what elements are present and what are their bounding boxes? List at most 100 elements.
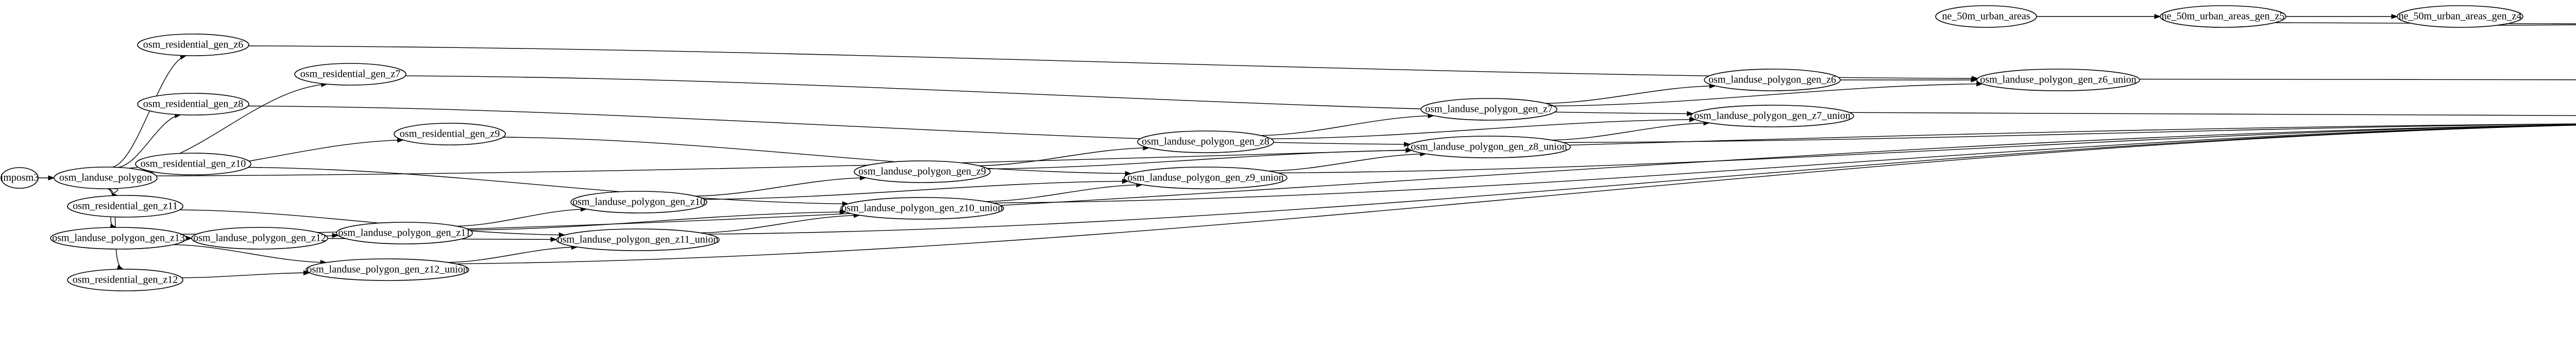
graph-edge — [181, 124, 2576, 235]
graph-edge — [695, 175, 867, 196]
node-shape — [2397, 5, 2523, 28]
graph-node-osm_residential_gen_z12[interactable]: osm_residential_gen_z12 — [67, 269, 183, 291]
node-shape — [1690, 105, 1854, 127]
graph-node-osm_residential_gen_z7[interactable]: osm_residential_gen_z7 — [294, 63, 406, 86]
graph-node-osm_residential_gen_z6[interactable]: osm_residential_gen_z6 — [137, 34, 249, 56]
node-label: osm_residential_gen_z12 — [73, 274, 178, 286]
graph-node-osm_residential_gen_z11[interactable]: osm_residential_gen_z11 — [67, 195, 183, 218]
graph-node-osm_landuse_polygon_gen_z8_union[interactable]: osm_landuse_polygon_gen_z8_union — [1407, 136, 1571, 158]
node-label: osm_landuse_polygon_gen_z13 — [52, 233, 185, 244]
graph-node-osm_landuse_polygon_gen_z7_union[interactable]: osm_landuse_polygon_gen_z7_union — [1690, 105, 1854, 127]
graph-node-osm_landuse_polygon_gen_z7[interactable]: osm_landuse_polygon_gen_z7 — [1420, 98, 1557, 121]
graph-node-imposm3[interactable]: imposm3 — [1, 167, 39, 189]
node-label: osm_residential_gen_z11 — [73, 201, 178, 212]
graph-edge — [248, 45, 1979, 81]
graph-edge — [707, 124, 2576, 235]
node-label: ne_50m_urban_areas_gen_z4 — [2399, 11, 2522, 22]
node-label: osm_landuse_polygon_gen_z10 — [572, 196, 705, 208]
graph-node-osm_landuse_polygon_gen_z12[interactable]: osm_landuse_polygon_gen_z12 — [191, 227, 328, 250]
graph-edge — [1268, 151, 1427, 172]
graph-node-osm_residential_gen_z9[interactable]: osm_residential_gen_z9 — [394, 123, 506, 145]
node-shape — [137, 34, 249, 56]
graph-edge — [1849, 112, 2576, 117]
node-shape — [336, 222, 473, 244]
nodes-layer: imposm3 osm_landuse_polygon osm_residentia… — [1, 5, 2523, 291]
graph-node-osm_landuse_polygon_gen_z9_union[interactable]: osm_landuse_polygon_gen_z9_union — [1124, 167, 1287, 189]
node-label: osm_landuse_polygon_gen_z11 — [338, 227, 470, 239]
node-label: osm_residential_gen_z10 — [141, 158, 246, 170]
node-label: osm_landuse_polygon_gen_z8_union — [1411, 141, 1567, 153]
node-label: osm_residential_gen_z7 — [300, 69, 400, 80]
node-shape — [67, 269, 183, 291]
graph-node-ne_50m_urban_areas_gen_z5[interactable]: ne_50m_urban_areas_gen_z5 — [2160, 5, 2286, 28]
graph-node-osm_landuse_polygon_gen_z6_union[interactable]: osm_landuse_polygon_gen_z6_union — [1976, 69, 2140, 91]
node-label: osm_landuse_polygon_gen_z9 — [858, 166, 986, 177]
graph-node-osm_landuse_polygon_gen_z12_union[interactable]: osm_landuse_polygon_gen_z12_union — [306, 258, 469, 281]
graph-node-osm_landuse_polygon[interactable]: osm_landuse_polygon — [54, 167, 158, 189]
node-label: osm_residential_gen_z8 — [143, 98, 243, 110]
graph-node-osm_landuse_polygon_gen_z13[interactable]: osm_landuse_polygon_gen_z13 — [50, 227, 187, 250]
node-label: osm_landuse_polygon — [59, 172, 152, 184]
node-shape — [50, 227, 187, 250]
graph-node-ne_50m_urban_areas_gen_z4[interactable]: ne_50m_urban_areas_gen_z4 — [2397, 5, 2523, 28]
node-label: ne_50m_urban_areas — [1942, 11, 2030, 22]
graph-edge — [1270, 117, 1696, 139]
graph-edge — [978, 145, 1150, 167]
graph-node-osm_landuse_polygon_gen_z11[interactable]: osm_landuse_polygon_gen_z11 — [336, 222, 473, 244]
graph-edge — [38, 175, 55, 180]
node-shape — [2160, 5, 2286, 28]
node-shape — [1137, 130, 1274, 153]
graph-edge — [2286, 14, 2398, 19]
node-shape — [306, 258, 469, 281]
node-label: osm_landuse_polygon_gen_z6_union — [1980, 74, 2136, 86]
node-label: osm_landuse_polygon_gen_z9_union — [1127, 172, 1283, 184]
node-label: osm_landuse_polygon_gen_z7_union — [1694, 110, 1850, 122]
graph-node-osm_landuse_polygon_gen_z8[interactable]: osm_landuse_polygon_gen_z8 — [1137, 130, 1274, 153]
node-shape — [840, 197, 1004, 220]
graph-node-osm_landuse_polygon_gen_z11_union[interactable]: osm_landuse_polygon_gen_z11_union — [556, 228, 720, 251]
graph-node-osm_landuse_polygon_gen_z10[interactable]: osm_landuse_polygon_gen_z10 — [570, 191, 707, 213]
node-label: osm_landuse_polygon_gen_z6 — [1708, 74, 1836, 86]
node-shape — [1935, 5, 2037, 28]
graph-node-ne_50m_urban_areas[interactable]: ne_50m_urban_areas — [1935, 5, 2037, 28]
graph-edge — [1261, 113, 1435, 136]
node-label: ne_50m_urban_areas_gen_z5 — [2162, 11, 2285, 22]
graph-node-osm_landuse_polygon_gen_z6[interactable]: osm_landuse_polygon_gen_z6 — [1704, 69, 1841, 91]
node-shape — [1124, 167, 1287, 189]
graph-node-osm_residential_gen_z8[interactable]: osm_residential_gen_z8 — [137, 93, 249, 116]
graph-edge — [2497, 24, 2576, 26]
graph-node-osm_landuse_polygon_gen_z9[interactable]: osm_landuse_polygon_gen_z9 — [854, 160, 991, 183]
graph-edge — [2037, 14, 2161, 19]
node-shape — [1, 167, 39, 189]
graph-node-osm_residential_gen_z10[interactable]: osm_residential_gen_z10 — [135, 153, 251, 175]
graph-edge — [456, 206, 587, 227]
node-label: osm_landuse_polygon_gen_z10_union — [841, 203, 1003, 214]
node-label: osm_landuse_polygon_gen_z11_union — [557, 234, 719, 245]
node-label: osm_landuse_polygon_gen_z12_union — [307, 264, 468, 275]
node-label: osm_landuse_polygon_gen_z8 — [1142, 136, 1269, 147]
graph-edge — [248, 167, 849, 207]
node-label: imposm3 — [1, 172, 39, 184]
node-label: osm_residential_gen_z9 — [400, 128, 500, 140]
node-shape — [1420, 98, 1557, 121]
graph-node-osm_landuse_polygon_gen_z10_union[interactable]: osm_landuse_polygon_gen_z10_union — [840, 197, 1004, 220]
node-shape — [135, 153, 251, 175]
node-shape — [1976, 69, 2140, 91]
node-shape — [570, 191, 707, 213]
node-shape — [54, 167, 158, 189]
graph-edge — [326, 233, 339, 238]
graph-edge — [700, 212, 860, 234]
graph-edge — [448, 244, 578, 263]
node-shape — [67, 195, 183, 218]
node-label: osm_residential_gen_z6 — [143, 39, 243, 51]
graph-edge — [156, 123, 2576, 176]
graph-edge — [456, 125, 2576, 265]
graph-edge — [181, 270, 310, 278]
node-shape — [294, 63, 406, 86]
node-label: osm_landuse_polygon_gen_z12 — [193, 233, 326, 244]
node-shape — [854, 160, 991, 183]
graph-edge — [993, 124, 2576, 204]
node-shape — [1407, 136, 1571, 158]
